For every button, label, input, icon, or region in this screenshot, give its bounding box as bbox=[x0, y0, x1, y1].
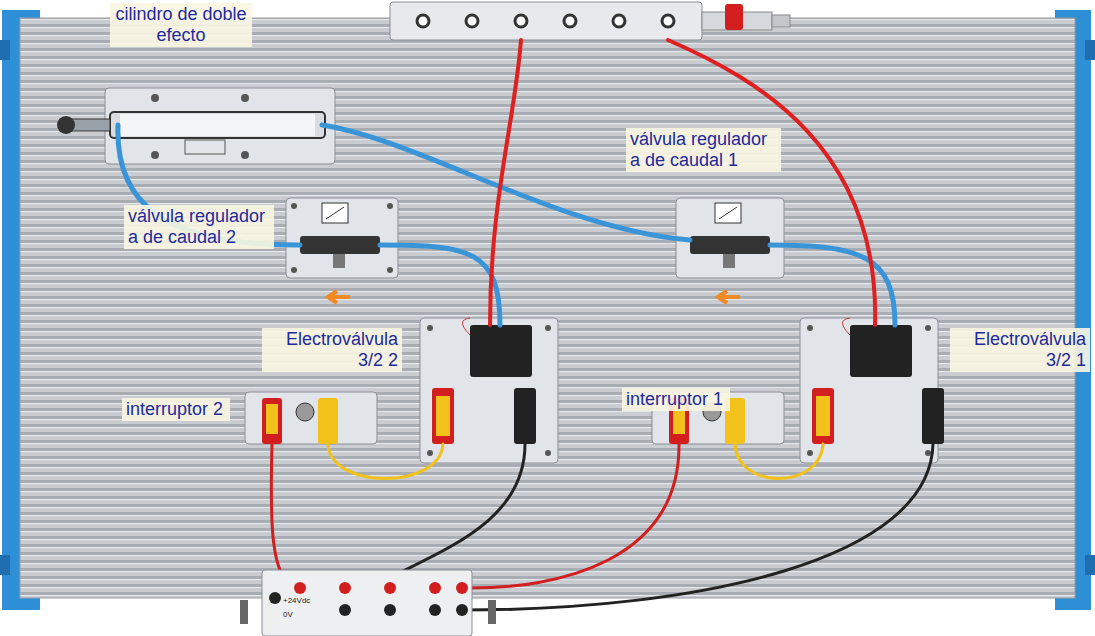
wire bbox=[271, 444, 296, 588]
wire bbox=[462, 444, 933, 610]
switch-plate bbox=[245, 392, 377, 444]
terminal-label: 0V bbox=[283, 610, 293, 619]
flow-control-valve bbox=[690, 236, 770, 254]
air-manifold bbox=[390, 2, 702, 40]
component-label: Electroválvula 3/2 2 bbox=[262, 328, 402, 372]
air-hose bbox=[490, 40, 521, 325]
power-supply bbox=[262, 570, 472, 636]
wire bbox=[328, 444, 443, 479]
component-label: cilindro de doble efecto bbox=[110, 3, 252, 47]
wire bbox=[735, 444, 823, 479]
double-acting-cylinder bbox=[110, 112, 325, 138]
flow-arrow bbox=[718, 291, 740, 303]
solenoid-valve bbox=[470, 325, 532, 377]
component-label: Electroválvula 3/2 1 bbox=[950, 328, 1090, 372]
flow-control-valve bbox=[300, 236, 380, 254]
flow-arrow bbox=[328, 291, 350, 303]
component-label: válvula reguladora de caudal 1 bbox=[626, 128, 781, 172]
air-hose bbox=[668, 40, 875, 325]
slotted-panel bbox=[20, 18, 1075, 598]
wire bbox=[462, 444, 679, 588]
air-hose bbox=[380, 245, 500, 325]
terminal-label: +24Vdc bbox=[283, 596, 310, 605]
solenoid-valve bbox=[850, 325, 912, 377]
ball-valve-handle bbox=[725, 4, 743, 30]
component-label: interruptor 1 bbox=[622, 388, 730, 411]
component-label: interruptor 2 bbox=[122, 398, 230, 421]
component-label: válvula reguladora de caudal 2 bbox=[124, 205, 274, 249]
